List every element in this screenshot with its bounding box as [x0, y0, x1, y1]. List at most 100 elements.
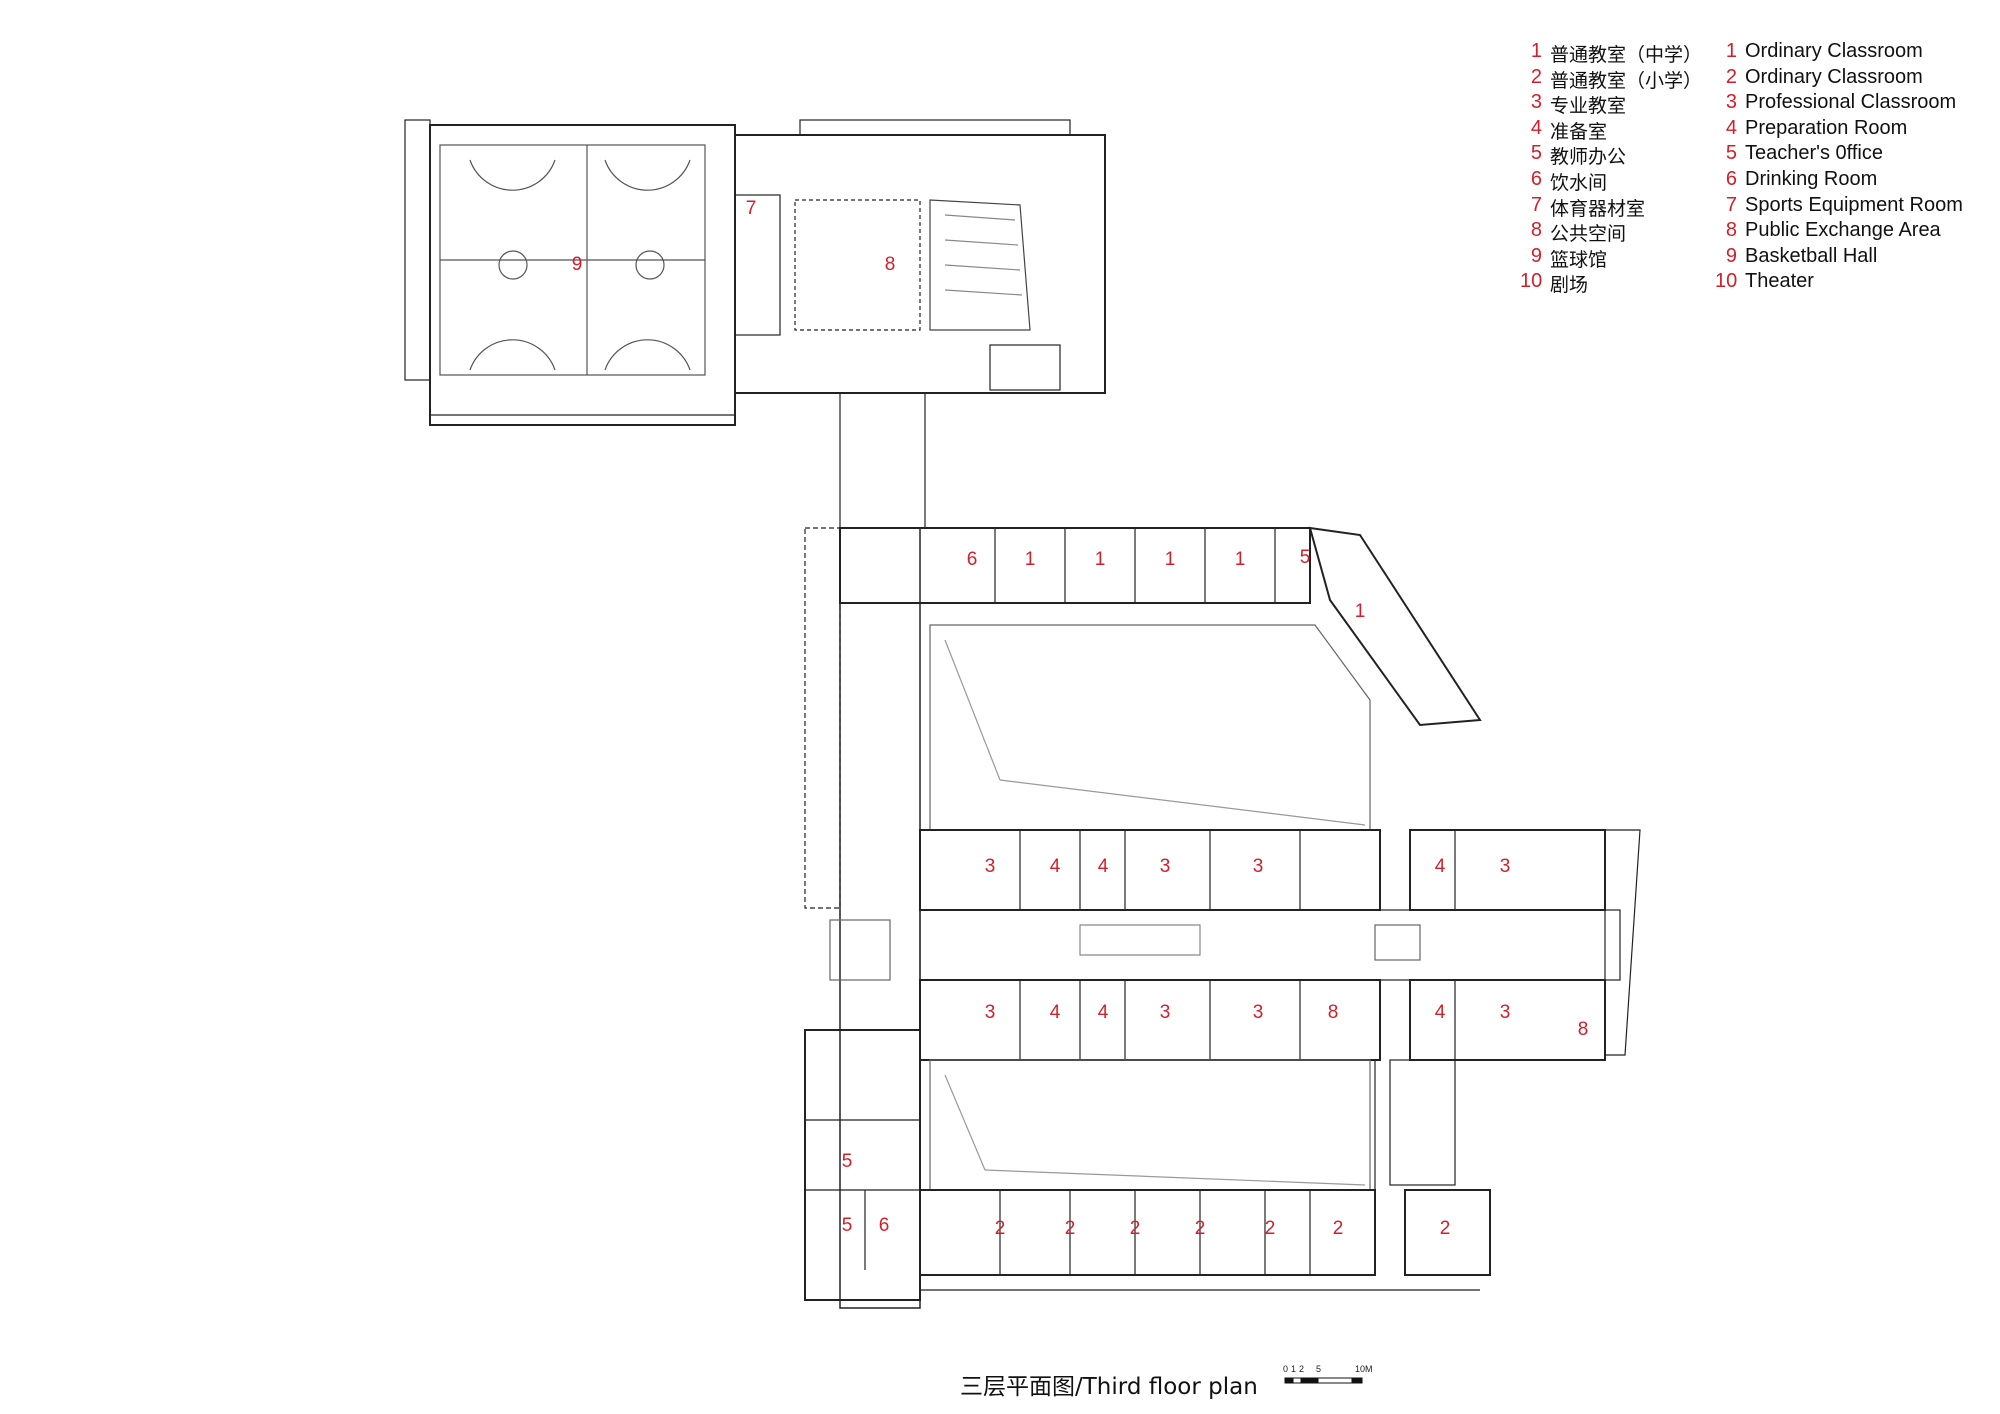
- label-drinking-north: 6: [967, 549, 978, 570]
- legend-label-en: Basketball Hall: [1745, 244, 1878, 267]
- label-classroom-s5: 2: [1265, 1218, 1276, 1239]
- label-mid-upper-1: 3: [985, 856, 996, 877]
- label-sports-equipment: 7: [746, 198, 757, 219]
- legend-number-en: 7: [1725, 193, 1737, 216]
- label-west-office-1: 5: [842, 1151, 853, 1172]
- west-corridor: [839, 527, 921, 1309]
- legend-number-en: 6: [1725, 167, 1737, 190]
- legend-number-zh: 4: [1530, 116, 1542, 139]
- scale-label-5: 5: [1316, 1364, 1322, 1374]
- legend-label-en: Public Exchange Area: [1745, 219, 1941, 242]
- theater-seating: [929, 199, 1031, 331]
- label-mid-lower-1: 3: [985, 1002, 996, 1023]
- label-mid-lower-9: 8: [1578, 1019, 1589, 1040]
- center-circle-left: [498, 250, 528, 280]
- legend-label-en: Theater: [1745, 270, 1814, 293]
- label-mid-upper-4: 3: [1160, 856, 1171, 877]
- scale-label-0: 0: [1283, 1364, 1289, 1374]
- scale-bar: [1284, 1377, 1363, 1384]
- west-office-block: [804, 1029, 921, 1301]
- basketball-west-wing: [404, 119, 431, 381]
- label-classroom-n4: 1: [1235, 549, 1246, 570]
- label-mid-lower-4: 3: [1160, 1002, 1171, 1023]
- legend-number-en: 3: [1725, 91, 1737, 114]
- legend-label-en: Ordinary Classroom: [1745, 40, 1923, 62]
- legend-number-zh: 3: [1530, 91, 1542, 114]
- label-classroom-s2: 2: [1065, 1218, 1076, 1239]
- legend-label-zh: 体育器材室: [1550, 197, 1646, 220]
- label-classroom-s7: 2: [1440, 1218, 1451, 1239]
- legend-label-zh: 专业教室: [1550, 95, 1627, 118]
- legend-label-en: Drinking Room: [1745, 167, 1878, 190]
- legend-label-zh: 普通教室（小学）: [1550, 69, 1703, 92]
- legend-number-en: 10: [1715, 270, 1738, 293]
- south-classroom-wing: [919, 1189, 1376, 1276]
- legend-row: 8 公共空间 8 Public Exchange Area: [1520, 219, 1980, 245]
- label-mid-lower-7: 4: [1435, 1002, 1446, 1023]
- label-mid-upper-6: 4: [1435, 856, 1446, 877]
- legend-number-zh: 10: [1520, 270, 1543, 293]
- label-mid-upper-5: 3: [1253, 856, 1264, 877]
- label-west-drinking: 6: [879, 1215, 890, 1236]
- middle-corridor: [919, 909, 1621, 981]
- label-public-area: 8: [885, 254, 896, 275]
- label-classroom-s6: 2: [1333, 1218, 1344, 1239]
- label-basketball-hall: 9: [572, 254, 583, 275]
- legend-number-zh: 6: [1530, 167, 1542, 190]
- legend-number-en: 1: [1725, 40, 1737, 62]
- label-mid-lower-2: 4: [1050, 1002, 1061, 1023]
- label-classroom-s4: 2: [1195, 1218, 1206, 1239]
- legend-number-en: 2: [1725, 65, 1737, 88]
- legend-row: 10 剧场 10 Theater: [1520, 270, 1980, 296]
- legend-number-zh: 2: [1530, 65, 1542, 88]
- label-office-northeast: 5: [1300, 547, 1311, 568]
- legend-label-en: Sports Equipment Room: [1745, 193, 1963, 216]
- label-mid-upper-2: 4: [1050, 856, 1061, 877]
- public-area-8: [794, 199, 921, 331]
- legend-label-zh: 准备室: [1550, 120, 1608, 143]
- label-classroom-s1: 2: [995, 1218, 1006, 1239]
- legend-number-en: 9: [1725, 244, 1737, 267]
- legend-label-zh: 饮水间: [1550, 171, 1608, 194]
- label-classroom-n3: 1: [1165, 549, 1176, 570]
- legend-label-en: Teacher's 0ffice: [1745, 142, 1883, 165]
- label-mid-upper-3: 4: [1098, 856, 1109, 877]
- legend-number-zh: 9: [1530, 244, 1542, 267]
- legend-number-zh: 1: [1530, 40, 1542, 62]
- label-classroom-n2: 1: [1095, 549, 1106, 570]
- label-classroom-ne: 1: [1355, 601, 1366, 622]
- scale-label-10m: 10M: [1355, 1364, 1373, 1374]
- upper-courtyard: [929, 624, 1371, 831]
- label-west-office-2: 5: [842, 1215, 853, 1236]
- legend-label-zh: 普通教室（中学）: [1550, 44, 1703, 66]
- legend-label-zh: 公共空间: [1550, 223, 1627, 246]
- legend-label-zh: 教师办公: [1550, 146, 1627, 169]
- legend-row: 1 普通教室（中学） 1 Ordinary Classroom: [1520, 40, 1980, 66]
- legend-number-zh: 8: [1530, 219, 1542, 242]
- legend-row: 6 饮水间 6 Drinking Room: [1520, 168, 1980, 194]
- label-mid-lower-3: 4: [1098, 1002, 1109, 1023]
- center-circle-right: [635, 250, 665, 280]
- scale-label-1: 1: [1291, 1364, 1297, 1374]
- legend-row: 5 教师办公 5 Teacher's 0ffice: [1520, 142, 1980, 168]
- basketball-hall-outline: [429, 124, 736, 426]
- legend-label-en: Ordinary Classroom: [1745, 65, 1923, 88]
- label-mid-lower-5: 3: [1253, 1002, 1264, 1023]
- label-mid-lower-8: 3: [1500, 1002, 1511, 1023]
- label-mid-upper-7: 3: [1500, 856, 1511, 877]
- plan-caption: 三层平面图/Third floor plan: [960, 1374, 1258, 1400]
- label-mid-lower-6: 8: [1328, 1002, 1339, 1023]
- legend-number-en: 8: [1725, 219, 1737, 242]
- legend-row: 2 普通教室（小学） 2 Ordinary Classroom: [1520, 66, 1980, 92]
- label-classroom-s3: 2: [1130, 1218, 1141, 1239]
- label-classroom-n1: 1: [1025, 549, 1036, 570]
- legend-label-zh: 剧场: [1550, 274, 1589, 297]
- legend-label-en: Preparation Room: [1745, 116, 1908, 139]
- legend-number-en: 5: [1725, 142, 1737, 165]
- legend-number-zh: 5: [1530, 142, 1542, 165]
